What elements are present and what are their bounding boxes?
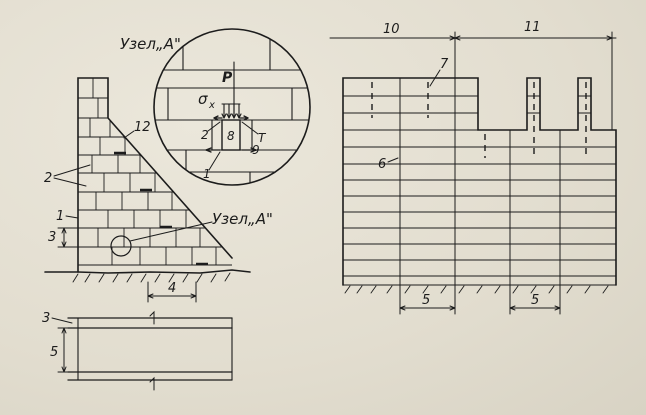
node-a-title: Узел„А" bbox=[120, 35, 181, 53]
node-a-marker bbox=[110, 235, 132, 257]
label-P: P bbox=[222, 70, 233, 86]
wall-outline bbox=[77, 77, 233, 273]
elevation-outline bbox=[342, 77, 617, 286]
course-height-dim bbox=[57, 227, 79, 248]
shear-arrows bbox=[205, 115, 257, 153]
detail-circle bbox=[153, 28, 311, 186]
leader-12 bbox=[123, 130, 135, 139]
label-sigma: σ bbox=[198, 90, 208, 108]
label-12: 12 bbox=[134, 120, 151, 135]
dashed-marks bbox=[371, 82, 587, 158]
label-6: 6 bbox=[378, 157, 386, 172]
label-3-strip: 3 bbox=[42, 311, 50, 326]
buttress-wall: Узел„А" 12 2 1 3 4 bbox=[44, 77, 273, 303]
ground-line bbox=[44, 269, 251, 274]
node-a-leader bbox=[129, 221, 213, 242]
bottom-dimensions bbox=[399, 284, 561, 315]
top-dimensions bbox=[329, 31, 617, 131]
label-9: 9 bbox=[252, 143, 260, 157]
label-sigma-sub: x bbox=[208, 100, 215, 111]
node-a-label-left: Узел„А" bbox=[212, 210, 273, 228]
detail-center-brick bbox=[221, 119, 241, 151]
ground-hatch bbox=[72, 272, 231, 283]
elevation-courses bbox=[342, 77, 617, 286]
label-5-strip: 5 bbox=[50, 345, 58, 360]
label-2: 2 bbox=[44, 171, 52, 186]
label-1: 1 bbox=[56, 209, 64, 224]
label-7: 7 bbox=[440, 57, 449, 72]
label-2-detail: 2 bbox=[201, 128, 209, 142]
detail-node-a: Узел„А" P σ x bbox=[120, 28, 311, 186]
load-arrows bbox=[221, 61, 242, 119]
elevation-ground bbox=[342, 284, 617, 294]
break-mark-bottom bbox=[149, 376, 155, 391]
label-4: 4 bbox=[168, 281, 176, 296]
section-strip: 3 5 bbox=[42, 310, 233, 391]
wall-elevation: 10 11 bbox=[329, 20, 617, 315]
label-8: 8 bbox=[227, 129, 235, 143]
label-T: T bbox=[258, 131, 267, 145]
label-10: 10 bbox=[383, 22, 400, 37]
label-5-b: 5 bbox=[531, 293, 539, 308]
break-mark-top bbox=[149, 310, 155, 325]
label-1-detail: 1 bbox=[203, 167, 211, 181]
label-5-a: 5 bbox=[422, 293, 430, 308]
dim-4 bbox=[147, 281, 197, 303]
dim-5-strip bbox=[57, 327, 79, 373]
label-11: 11 bbox=[524, 20, 541, 35]
label-3: 3 bbox=[48, 230, 56, 245]
